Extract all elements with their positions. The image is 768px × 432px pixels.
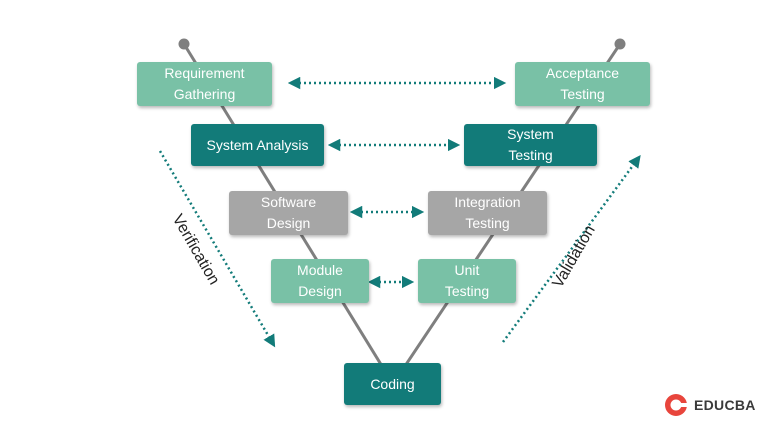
coding-box: Coding	[344, 363, 441, 405]
v-left-endpoint	[178, 38, 190, 50]
verification-arrow	[158, 150, 276, 348]
acceptance-testing-box: Acceptance Testing	[515, 62, 650, 106]
module-design-box: Module Design	[271, 259, 369, 303]
system-testing-box: System Testing	[464, 124, 597, 166]
requirement-gathering-box: Requirement Gathering	[137, 62, 272, 106]
system-analysis-box: System Analysis	[191, 124, 324, 166]
integration-testing-box: Integration Testing	[428, 191, 547, 235]
v-right-endpoint	[614, 38, 626, 50]
software-design-box: Software Design	[229, 191, 348, 235]
educba-logo-icon	[665, 394, 688, 416]
educba-logo-text: EDUCBA	[694, 397, 756, 413]
educba-logo: EDUCBA	[664, 393, 756, 417]
unit-testing-box: Unit Testing	[418, 259, 516, 303]
